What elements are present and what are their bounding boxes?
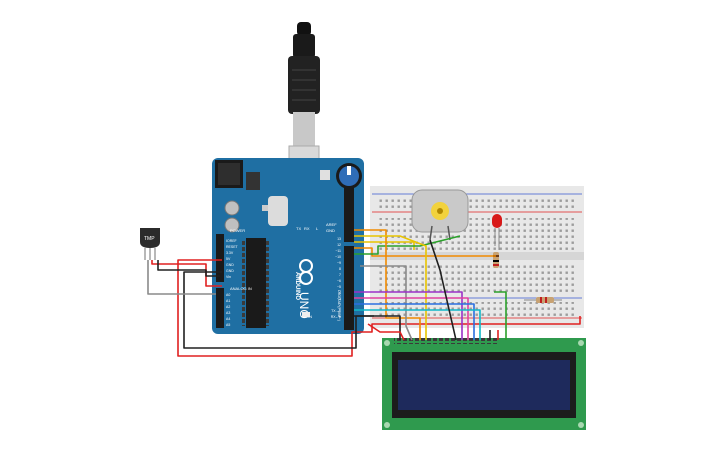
digital-pin-labels: 13 12 ~11 ~10 ~9 8 7 ~6 ~5 4 ~3 2TX→1RX←0 — [331, 237, 341, 319]
pin-label-digital-0: 13 — [337, 237, 341, 241]
wire-red — [367, 323, 405, 341]
tmp-label: TMP — [144, 236, 155, 242]
pin-label-digital-12: TX→1 — [331, 309, 341, 313]
power-pin-labels: IOREF RESET 3.3V 5V GND GND Vin — [226, 239, 239, 279]
pin-label-digital-10: ~3 — [337, 297, 341, 301]
arduino-uno-board: ARDUINO UNO DIGITAL (PWM~) POWER ANALOG … — [212, 158, 364, 334]
pin-label-analog-1: A1 — [226, 299, 230, 303]
pin-label-digital-11: 2 — [339, 303, 341, 307]
wire-yellow — [354, 235, 427, 340]
pin-label-power-5: GND — [226, 269, 234, 273]
wire-purple — [354, 291, 463, 340]
pin-label-analog-3: A3 — [226, 311, 230, 315]
wire-red — [177, 259, 581, 357]
resistor-icon[interactable] — [493, 252, 499, 268]
wire-blue — [354, 303, 475, 340]
pin-label-analog-0: A0 — [226, 293, 230, 297]
lcd-display-icon[interactable] — [382, 338, 586, 430]
potentiometer-icon[interactable] — [336, 163, 362, 189]
pin-label-digital-6: 7 — [339, 273, 341, 277]
wire-gray — [147, 260, 216, 295]
aref-label: AREF — [326, 222, 337, 227]
temperature-sensor-icon[interactable]: TMP — [140, 228, 160, 260]
rx-label: RX — [304, 226, 310, 231]
wire-black — [157, 260, 220, 277]
wire-cyan — [354, 309, 481, 340]
breadboard — [370, 186, 584, 328]
pin-label-digital-4: ~9 — [337, 261, 341, 265]
wire-pink — [354, 297, 469, 340]
pin-label-power-2: 3.3V — [226, 251, 234, 255]
l-label: L — [316, 226, 319, 231]
pin-label-digital-9: 4 — [339, 291, 341, 295]
dc-motor-icon[interactable] — [411, 189, 469, 241]
wire-orange — [354, 229, 421, 340]
pin-label-digital-8: ~5 — [337, 285, 341, 289]
resistor-icon[interactable] — [524, 297, 562, 303]
pin-label-digital-1: 12 — [337, 243, 341, 247]
wire-gray — [360, 265, 413, 341]
pin-label-digital-5: 8 — [339, 267, 341, 271]
pin-label-power-4: GND — [226, 263, 234, 267]
digital-label: DIGITAL (PWM~) — [337, 290, 342, 322]
pin-label-analog-4: A4 — [226, 317, 230, 321]
pin-label-power-1: RESET — [226, 245, 239, 249]
analog-label: ANALOG IN — [230, 286, 252, 291]
pin-label-power-6: Vin — [226, 275, 231, 279]
tx-label: TX — [296, 226, 301, 231]
wire-orange — [354, 247, 496, 257]
wire-green — [494, 291, 507, 340]
pin-label-digital-7: ~6 — [337, 279, 341, 283]
pin-label-power-0: IOREF — [226, 239, 237, 243]
power-label: POWER — [230, 228, 245, 233]
wire-black — [429, 239, 457, 341]
wires — [147, 229, 581, 357]
pin-label-analog-2: A2 — [226, 305, 230, 309]
pin-label-digital-2: ~11 — [335, 249, 341, 253]
wire-red — [151, 260, 222, 287]
wire-green — [354, 235, 461, 255]
gnd-label: GND — [326, 228, 335, 233]
led-icon[interactable] — [492, 214, 502, 250]
pin-label-analog-5: A5 — [226, 323, 230, 327]
pin-label-power-3: 5V — [226, 257, 231, 261]
board-logo-text: ARDUINO — [294, 272, 300, 300]
pin-label-digital-13: RX←0 — [331, 315, 341, 319]
pin-label-digital-3: ~10 — [335, 255, 341, 259]
